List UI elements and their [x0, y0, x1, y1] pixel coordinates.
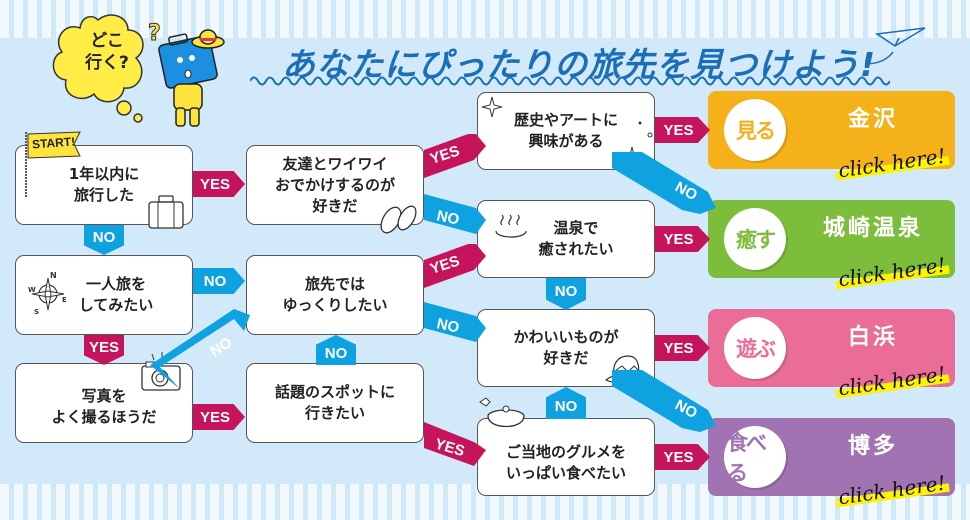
mascot-suitcase-character-icon: ? — [148, 21, 225, 127]
start-flag-icon — [25, 131, 81, 198]
question-history-art[interactable]: 歴史やアートに 興味がある — [477, 92, 655, 170]
no-arrow-q7-to-kinosaki: NO — [612, 152, 716, 214]
svg-text:NO: NO — [435, 315, 461, 336]
destination-name: 博多 — [847, 434, 898, 459]
badge-play: 遊ぶ — [724, 317, 786, 379]
wave-underline-decoration — [250, 76, 890, 86]
paper-plane-icon — [865, 27, 926, 65]
badge-heal: 癒す — [724, 208, 786, 270]
yes-arrow-q6-to-q10: YES — [424, 422, 486, 466]
clay-pot-icon — [479, 397, 525, 428]
question-traveled-within-year[interactable]: 1年以内に 旅行した — [15, 145, 193, 229]
svg-text:E: E — [62, 296, 67, 304]
svg-text:N: N — [50, 271, 57, 280]
no-arrow-q2-to-q5: NO — [193, 268, 245, 294]
no-arrow-q9-to-hakata: NO — [612, 370, 716, 432]
thought-cloud-icon — [52, 14, 144, 123]
svg-text:W: W — [28, 286, 36, 294]
question-take-photos[interactable]: 写真を よく撮るほうだ — [15, 352, 193, 443]
no-arrow-q3-to-q5: NO — [150, 309, 250, 389]
svg-text:S: S — [34, 308, 39, 316]
destination-name: 白浜 — [847, 325, 898, 350]
yes-arrow-q7-to-kanazawa: YES — [655, 117, 710, 143]
question-relax-at-destination[interactable]: 旅先では ゆっくりしたい — [246, 255, 424, 335]
start-label: START! — [31, 134, 76, 152]
destination-name: 金沢 — [847, 107, 898, 132]
result-card-kinosaki-onsen[interactable]: 癒す 城崎温泉 click here! — [708, 200, 955, 292]
question-trending-spots[interactable]: 話題のスポットに 行きたい — [246, 363, 424, 443]
svg-text:NO: NO — [207, 334, 235, 361]
result-card-hakata[interactable]: 食べる 博多 click here! — [708, 418, 955, 510]
badge-eat: 食べる — [724, 426, 786, 488]
result-card-shirahama[interactable]: 遊ぶ 白浜 click here! — [708, 309, 955, 401]
suitcase-icon — [148, 195, 184, 229]
top-stripe-decoration — [0, 0, 970, 38]
bubble-text: どこ 行く? — [85, 31, 129, 73]
yes-arrow-q4-to-q7: YES — [424, 134, 486, 178]
no-arrow-q4-to-q8: NO — [424, 194, 486, 234]
question-go-out-with-friends[interactable]: 友達とワイワイ おでかけするのが 好きだ — [246, 145, 424, 234]
compass-icon: N W E S — [28, 271, 67, 316]
yes-arrow-q8-to-kinosaki: YES — [655, 226, 710, 252]
result-card-kanazawa[interactable]: 見る 金沢 click here! — [708, 91, 955, 183]
badge-see: 見る — [724, 99, 786, 161]
yes-arrow-q1-to-q4: YES — [193, 171, 245, 197]
no-arrow-q5-to-q9: NO — [424, 302, 486, 342]
yes-arrow-q5-to-q8: YES — [424, 244, 486, 288]
destination-name: 城崎温泉 — [822, 216, 923, 241]
question-local-gourmet[interactable]: ご当地のグルメを いっぱい食べたい — [477, 418, 655, 496]
shoes-icon — [380, 205, 417, 234]
svg-text:?: ? — [148, 21, 161, 46]
question-hot-spring[interactable]: 温泉で 癒されたい — [477, 200, 655, 278]
hot-spring-icon — [495, 214, 527, 238]
yes-arrow-q3-to-q6: YES — [193, 404, 245, 430]
svg-text:NO: NO — [435, 207, 461, 228]
yes-arrow-q10-to-hakata: YES — [655, 444, 710, 470]
no-arrow-q10-to-q9: NO — [546, 387, 586, 419]
yes-arrow-q9-to-shirahama: YES — [655, 335, 710, 361]
